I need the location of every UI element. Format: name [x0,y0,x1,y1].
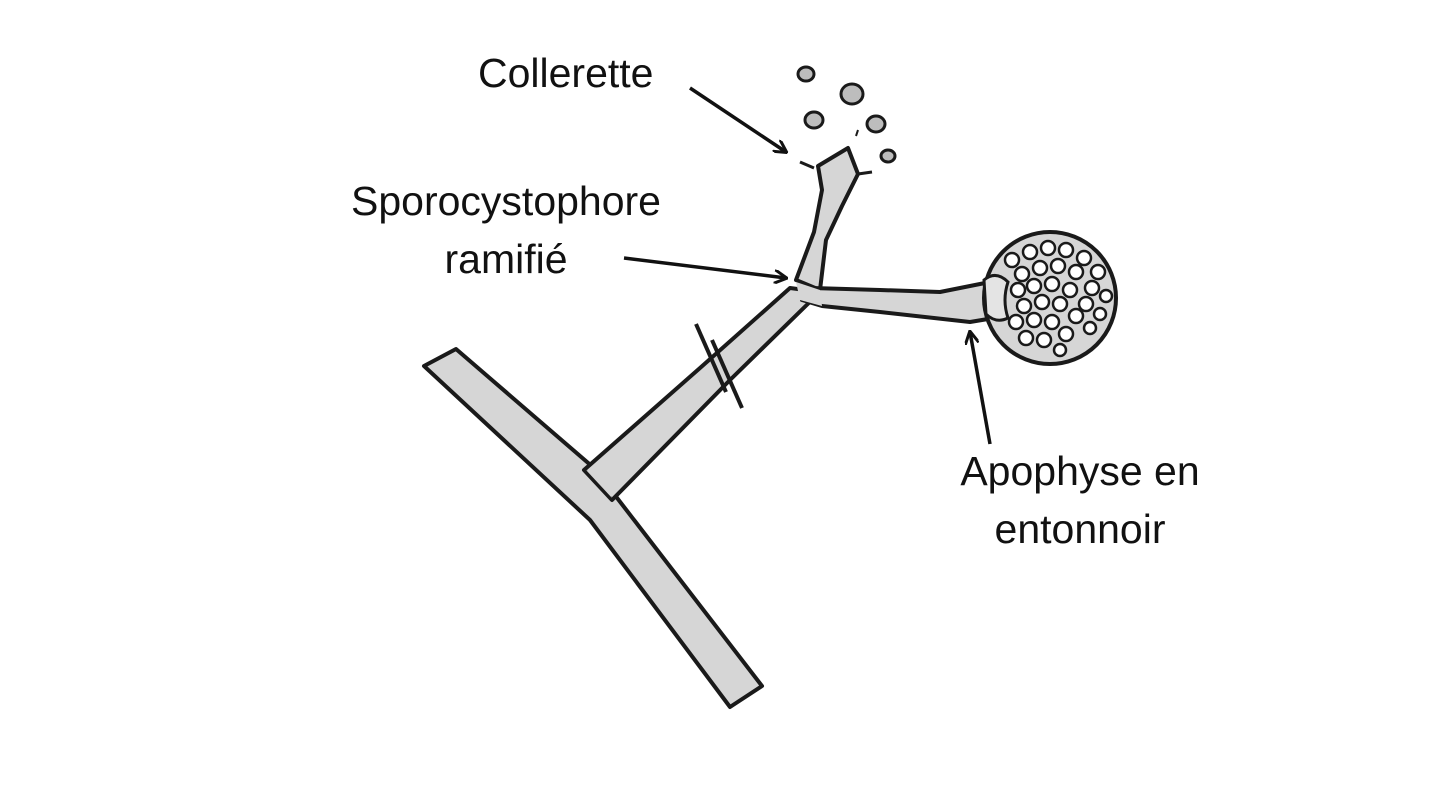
sporangiospore [1057,241,1075,259]
apophysis [982,274,1010,322]
sporangiospore [1067,307,1085,325]
sporangiospore [1083,279,1101,297]
sporangiospores [1003,239,1114,358]
collerette-right [857,170,873,176]
label-collerette: Collerette [478,44,653,102]
sporangiospore [1033,293,1051,311]
label-sporocystophore: Sporocystophore ramifié [336,172,676,288]
arrow-collerette [689,86,786,152]
label-collerette-text: Collerette [478,50,654,96]
right-branch [800,280,996,324]
sporangiospore [1003,251,1021,269]
sporangiospore [1009,281,1027,299]
break-mark-2 [710,339,744,409]
sporangiospore [1021,243,1039,261]
sporangiospore [1025,311,1043,329]
sporangiospore [1025,277,1043,295]
sporangiospore [1017,329,1035,347]
sporangiophore-stalk [582,286,822,502]
sporangium [982,230,1118,366]
sporangiospore [1043,313,1061,331]
spore [865,114,887,134]
sporangiospore [1035,331,1053,349]
sporangiospore [1075,249,1093,267]
sporangiospore [1061,281,1079,299]
sporangiospore [1057,325,1075,343]
arrow-sporocystophore [623,256,786,278]
upper-branch [794,146,860,292]
sporangiospore [1092,306,1108,322]
released-spores [796,65,897,164]
sporangiospore [1043,275,1061,293]
sporangiospore [1039,239,1057,257]
label-sporocystophore-line2: ramifié [444,236,568,282]
spore [879,148,897,164]
break-mark-1 [694,323,728,393]
sporangiospore [1051,295,1069,313]
branch-junction-fill [796,282,822,306]
sporangiospore [1031,259,1049,277]
collerette-left [799,160,815,170]
spore [796,65,816,83]
main-hypha [422,347,764,709]
spore [839,82,865,106]
sporangiospore [1007,313,1025,331]
sporangiophore-joint-fill [586,470,612,498]
sporangiospore [1098,288,1114,304]
sporangiospore [1052,342,1068,358]
spore-fragment [855,129,859,137]
label-sporocystophore-line1: Sporocystophore [351,178,661,224]
spore [803,110,825,130]
sporangiospore [1049,257,1067,275]
sporangiospore [1015,297,1033,315]
label-apophyse-line1: Apophyse en [960,448,1200,494]
label-apophyse-line2: entonnoir [994,506,1166,552]
arrow-apophyse [970,332,992,445]
sporangiospore [1089,263,1107,281]
sporangiospore [1067,263,1085,281]
sporangiospore [1082,320,1098,336]
label-apophyse: Apophyse en entonnoir [950,442,1210,558]
sporangiospore [1077,295,1095,313]
sporangiospore [1013,265,1031,283]
